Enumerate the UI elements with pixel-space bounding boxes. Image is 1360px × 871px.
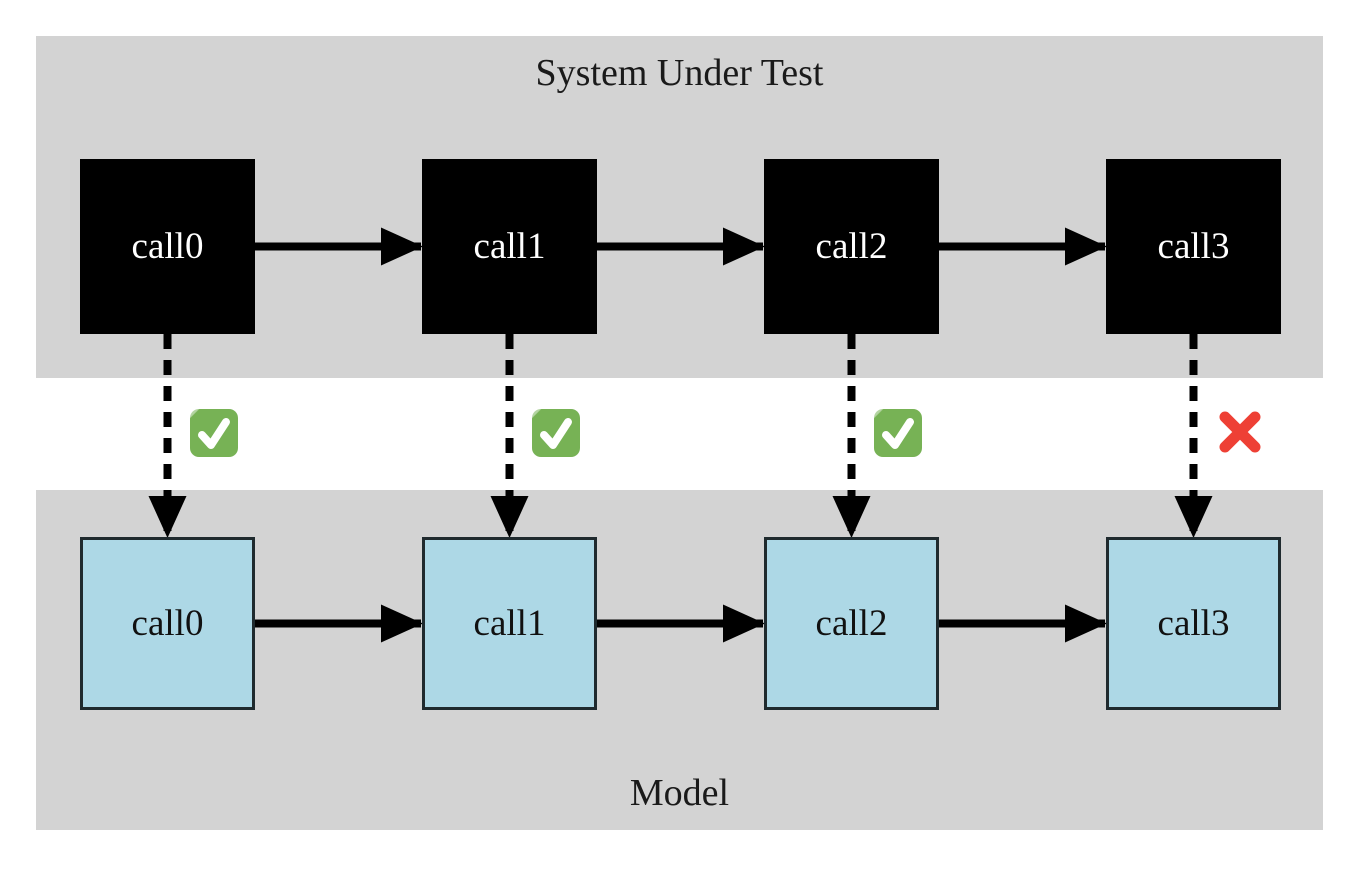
sut-node-call0: call0 <box>80 159 255 334</box>
cross-mark-icon <box>1211 403 1269 461</box>
sut-band-title: System Under Test <box>535 52 824 94</box>
check-mark-icon <box>190 409 238 457</box>
sut-node-call1: call1 <box>422 159 597 334</box>
model-node-call2: call2 <box>764 537 939 710</box>
model-node-call1: call1 <box>422 537 597 710</box>
sut-node-call3: call3 <box>1106 159 1281 334</box>
check-mark-icon <box>874 409 922 457</box>
sut-node-call2: call2 <box>764 159 939 334</box>
check-mark-icon <box>532 409 580 457</box>
model-band-title: Model <box>629 772 730 814</box>
model-node-call0: call0 <box>80 537 255 710</box>
model-node-call3: call3 <box>1106 537 1281 710</box>
